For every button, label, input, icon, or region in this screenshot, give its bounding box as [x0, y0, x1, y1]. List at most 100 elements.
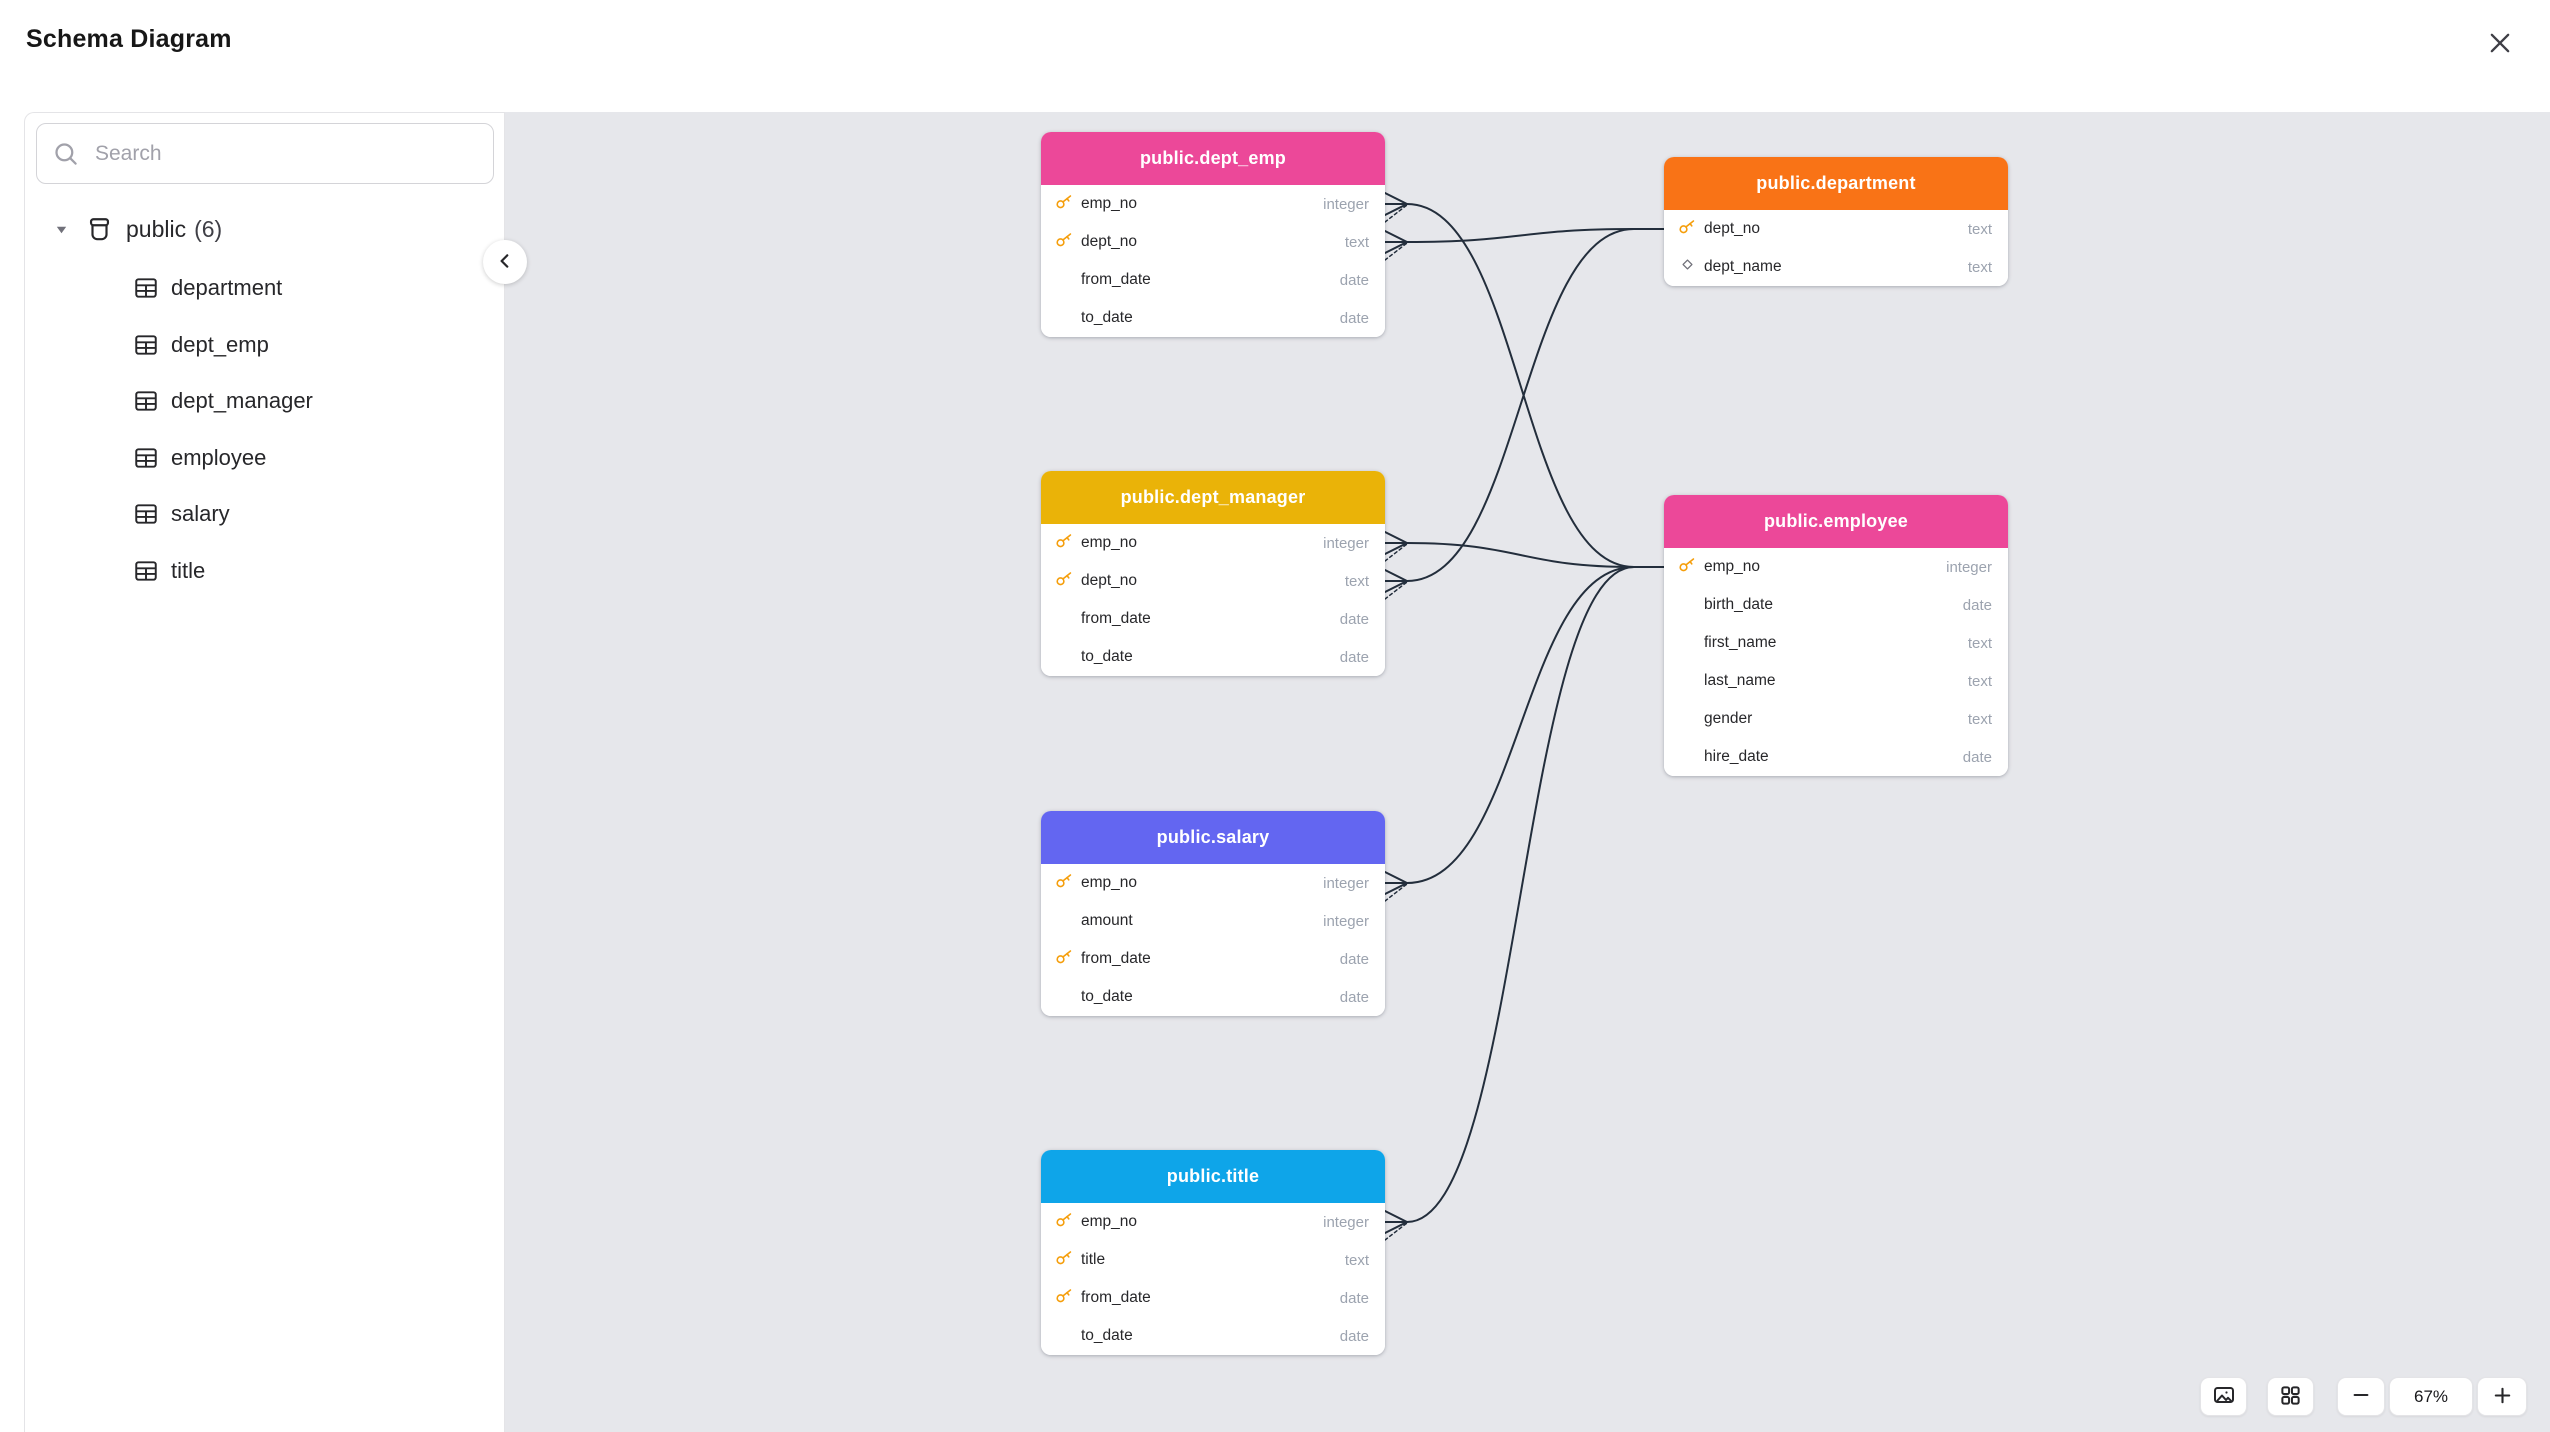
relationship-edge: [1384, 531, 1408, 555]
column-type: date: [1339, 1289, 1369, 1307]
column-type: text: [1344, 572, 1369, 590]
download-image-button[interactable]: [2200, 1377, 2247, 1416]
column-name: from_date: [1081, 610, 1151, 627]
relationship-edge: [1384, 204, 1408, 223]
sidebar-item-dept_manager[interactable]: dept_manager: [133, 381, 313, 421]
relationship-edge: [1406, 542, 1665, 568]
column-type: text: [1967, 672, 1992, 690]
relationship-edges: [1384, 192, 1665, 1241]
column-type: text: [1967, 634, 1992, 652]
column-type: date: [1339, 988, 1369, 1006]
primary-key-icon: [1055, 230, 1074, 254]
column-row: dept_no text: [1664, 210, 2008, 248]
column-row: from_date date: [1041, 940, 1385, 978]
relationship-edge: [1406, 566, 1665, 1223]
column-type: date: [1339, 271, 1369, 289]
table-icon: [133, 558, 159, 584]
auto-layout-button[interactable]: [2267, 1377, 2314, 1416]
column-name: title: [1081, 1251, 1106, 1268]
image-icon: [2212, 1383, 2236, 1410]
search-input[interactable]: [36, 123, 494, 184]
primary-key-icon: [1678, 555, 1697, 579]
column-name: to_date: [1081, 988, 1133, 1005]
column-type: integer: [1323, 195, 1369, 213]
column-row: emp_no integer: [1664, 548, 2008, 586]
column-name: gender: [1704, 710, 1753, 727]
primary-key-icon: [1055, 531, 1074, 555]
relationship-edge: [1384, 192, 1408, 216]
table-node-title: public.employee: [1664, 495, 2008, 548]
column-type: integer: [1323, 874, 1369, 892]
relationship-edge: [1384, 1210, 1408, 1234]
column-name: from_date: [1081, 950, 1151, 967]
sidebar-item-employee[interactable]: employee: [133, 438, 266, 478]
primary-key-icon: [1678, 217, 1697, 241]
sidebar-item-department[interactable]: department: [133, 268, 282, 308]
sidebar-item-dept_emp[interactable]: dept_emp: [133, 325, 269, 365]
primary-key-icon: [1055, 947, 1074, 971]
dialog-header: Schema Diagram: [0, 0, 2550, 112]
column-type: text: [1344, 1251, 1369, 1269]
table-label: dept_manager: [171, 388, 313, 414]
caret-down-icon[interactable]: [51, 219, 71, 239]
column-type: date: [1962, 596, 1992, 614]
column-name: to_date: [1081, 309, 1133, 326]
column-name: dept_name: [1704, 258, 1782, 275]
column-type: text: [1967, 220, 1992, 238]
sidebar-schema-public[interactable]: public (6): [51, 209, 222, 249]
table-node-title: public.salary: [1041, 811, 1385, 864]
column-type: integer: [1323, 534, 1369, 552]
column-name: emp_no: [1704, 558, 1761, 575]
column-type: integer: [1323, 1213, 1369, 1231]
table-node-title: public.title: [1041, 1150, 1385, 1203]
zoom-out-button[interactable]: [2337, 1377, 2385, 1416]
tables-sidebar: public (6) department dept_emp dept_manage…: [24, 112, 505, 1432]
relationship-edge: [1384, 871, 1408, 895]
relationship-edge: [1384, 569, 1408, 593]
column-name: hire_date: [1704, 748, 1769, 765]
sidebar-item-title[interactable]: title: [133, 551, 205, 591]
table-node-title: public.dept_manager: [1041, 471, 1385, 524]
column-type: integer: [1946, 558, 1992, 576]
column-type: date: [1339, 950, 1369, 968]
unique-icon: [1680, 257, 1695, 277]
plus-icon: [2491, 1384, 2514, 1410]
column-row: to_date date: [1041, 978, 1385, 1016]
close-button[interactable]: [2480, 24, 2520, 64]
table-icon: [133, 332, 159, 358]
table-label: dept_emp: [171, 331, 269, 357]
sidebar-item-salary[interactable]: salary: [133, 494, 230, 534]
relationship-edge: [1406, 203, 1665, 568]
column-name: dept_no: [1704, 220, 1761, 237]
schema-icon: [85, 215, 114, 244]
primary-key-icon: [1055, 1210, 1074, 1234]
relationship-edge: [1384, 230, 1408, 254]
table-node-title: public.dept_emp: [1041, 132, 1385, 185]
primary-key-icon: [1055, 1248, 1074, 1272]
column-row: title text: [1041, 1241, 1385, 1279]
schema-label: public: [126, 215, 187, 242]
relationship-edge: [1406, 228, 1665, 582]
collapse-sidebar-button[interactable]: [483, 240, 527, 284]
zoom-in-button[interactable]: [2477, 1377, 2527, 1416]
primary-key-icon: [1055, 569, 1074, 593]
column-type: date: [1339, 610, 1369, 628]
